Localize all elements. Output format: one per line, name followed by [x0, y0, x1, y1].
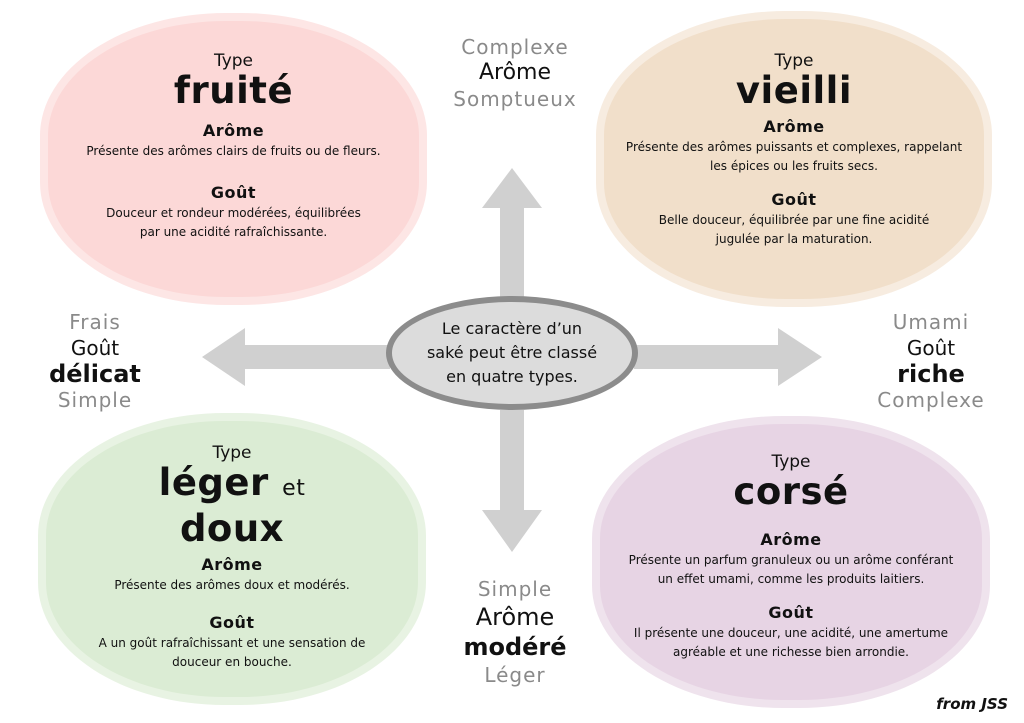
axis-label-bottom: Simple Arôme modéré Léger — [463, 577, 567, 687]
arrow-right — [634, 328, 822, 386]
taste-title: Goût — [768, 603, 814, 622]
taste-title: Goût — [771, 190, 817, 209]
aroma-title: Arôme — [202, 121, 265, 140]
center-oval: Le caractère d’un saké peut être classé … — [386, 296, 638, 410]
type-name-line2: doux — [179, 507, 285, 550]
type-name-connector: et — [282, 476, 306, 501]
aroma-title: Arôme — [201, 555, 263, 574]
aroma-text: Présente des arômes puissants et complex… — [625, 140, 963, 173]
aroma-text: Présente un parfum granuleux ou un arôme… — [628, 553, 954, 586]
quadrant-fruity: Type fruité Arôme Présente des arômes cl… — [40, 13, 427, 305]
type-name: fruité — [173, 69, 294, 112]
aroma-title: Arôme — [763, 117, 825, 136]
quadrant-aged: Type vieilli Arôme Présente des arômes p… — [596, 11, 992, 307]
source-credit: from JSS — [936, 695, 1008, 713]
type-name: corsé — [733, 470, 849, 513]
axis-label-right: Umami Goût riche Complexe — [877, 310, 985, 412]
center-text: Le caractère d’un saké peut être classé … — [426, 319, 598, 386]
type-label: Type — [771, 452, 811, 472]
type-name-line1: léger et — [158, 461, 306, 504]
axis-label-left: Frais Goût délicat Simple — [49, 310, 141, 412]
arrow-left — [202, 328, 390, 386]
taste-text: Il présente une douceur, une acidité, un… — [633, 626, 949, 659]
taste-text: Belle douceur, équilibrée par une fine a… — [658, 213, 930, 246]
type-label: Type — [774, 51, 814, 71]
aroma-title: Arôme — [760, 530, 822, 549]
taste-title: Goût — [210, 183, 257, 202]
type-label: Type — [213, 51, 254, 71]
quadrant-light-smooth: Type léger et doux Arôme Présente des ar… — [38, 413, 426, 705]
type-name: vieilli — [735, 69, 853, 112]
quadrant-rich: Type corsé Arôme Présente un parfum gran… — [592, 416, 990, 708]
taste-title: Goût — [209, 613, 255, 632]
type-label: Type — [212, 443, 252, 463]
arrow-up — [482, 168, 542, 300]
aroma-text: Présente des arômes clairs de fruits ou … — [86, 144, 381, 158]
axis-label-top: Complexe Arôme Somptueux — [453, 35, 577, 111]
arrow-down — [482, 410, 542, 552]
aroma-text: Présente des arômes doux et modérés. — [114, 578, 350, 592]
taste-text: A un goût rafraîchissant et une sensatio… — [98, 636, 366, 669]
taste-text: Douceur et rondeur modérées, équilibrées… — [106, 206, 361, 239]
